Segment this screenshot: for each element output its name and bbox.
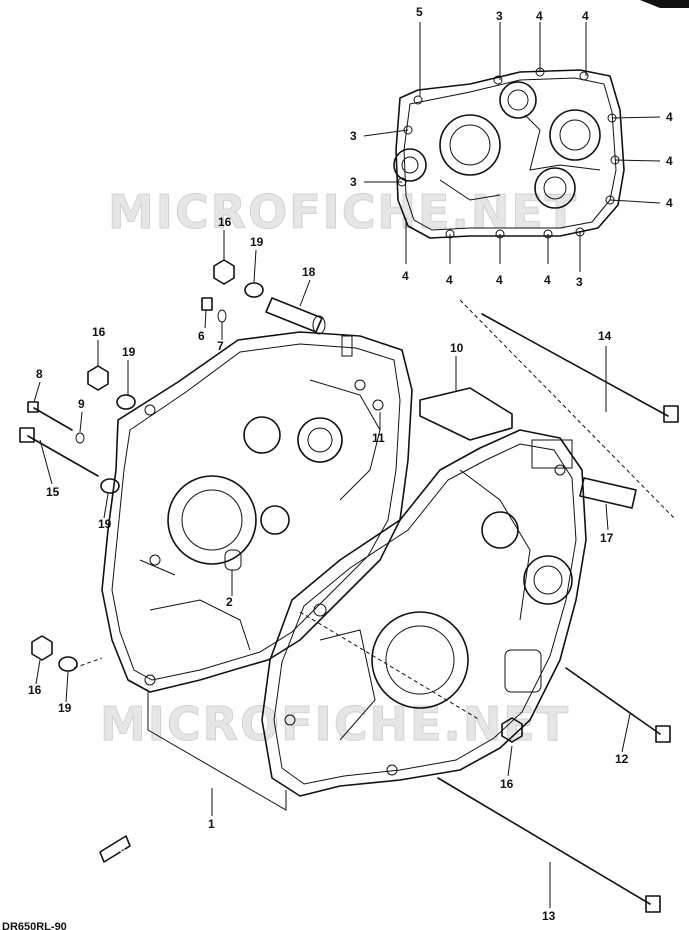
- bolt-14-shaft: [481, 313, 669, 417]
- callout-3-bottom: 3: [576, 275, 583, 289]
- plug-part: [201, 297, 213, 311]
- callout-10: 10: [450, 341, 464, 355]
- gasket-plate-part: [419, 387, 513, 441]
- nut-bottom-left: [31, 635, 53, 661]
- corner-mark: [640, 0, 689, 8]
- callout-4-bottom-d: 4: [544, 273, 551, 287]
- callout-9: 9: [78, 397, 85, 411]
- callout-19-bottom: 19: [58, 701, 72, 715]
- o-ring-part: [217, 309, 227, 323]
- svg-text:FWD: FWD: [109, 847, 125, 854]
- callout-16-bottom-left: 16: [28, 683, 42, 697]
- bolt-15-shaft: [27, 435, 99, 477]
- page-code: DR650RL-90: [2, 921, 67, 930]
- callout-5: 5: [416, 5, 423, 19]
- callout-14: 14: [598, 329, 612, 343]
- sleeve-right-part: [579, 477, 637, 509]
- callout-19-mid: 19: [98, 517, 112, 531]
- callout-16-left: 16: [92, 325, 106, 339]
- right-crankcase-half: [261, 429, 587, 797]
- callout-16-bottom-right: 16: [500, 777, 514, 791]
- bolt-8-head: [27, 401, 39, 413]
- callout-8: 8: [36, 367, 43, 381]
- callout-17: 17: [600, 531, 614, 545]
- bolt-13-head: [645, 895, 661, 913]
- callout-18: 18: [302, 265, 316, 279]
- callout-4-right-c: 4: [666, 196, 673, 210]
- callout-7: 7: [217, 339, 224, 353]
- washer-mid-left: [100, 478, 120, 494]
- washer-top: [244, 282, 264, 298]
- callout-leaders: [33, 230, 631, 908]
- nut-top: [213, 259, 235, 285]
- nut-bottom-right: [501, 717, 523, 743]
- bolt-14-head: [663, 405, 679, 423]
- bolt-13-shaft: [437, 777, 651, 905]
- nut-left: [87, 365, 109, 391]
- washer-9-part: [75, 432, 85, 444]
- callout-2: 2: [226, 595, 233, 609]
- callout-12: 12: [615, 752, 629, 766]
- callout-16-top: 16: [218, 215, 232, 229]
- callout-3-top: 3: [496, 9, 503, 23]
- sleeve-end: [312, 315, 326, 335]
- assembly-line-19: [73, 657, 103, 669]
- callout-4-top-b: 4: [582, 9, 589, 23]
- callout-11: 11: [372, 431, 385, 445]
- callout-6: 6: [198, 329, 205, 343]
- washer-bottom-left: [58, 656, 78, 672]
- sleeve-part: [265, 297, 323, 333]
- bolt-12-shaft: [565, 667, 661, 735]
- crankcase-gasket-inset: [393, 67, 625, 239]
- bolt-15-head: [19, 427, 35, 443]
- fwd-arrow-icon: FWD: [99, 835, 131, 863]
- callout-3-left-b: 3: [350, 175, 357, 189]
- callout-4-bottom-a: 4: [402, 269, 409, 283]
- callout-13: 13: [542, 909, 556, 923]
- watermark-top: MICROFICHE.NET: [108, 185, 578, 239]
- callout-4-bottom-b: 4: [446, 273, 453, 287]
- watermark-bottom: MICROFICHE.NET: [100, 697, 570, 751]
- left-crankcase-half: [101, 331, 413, 693]
- callout-1: 1: [208, 817, 215, 831]
- callout-19-top: 19: [250, 235, 264, 249]
- bolt-8-shaft: [33, 407, 73, 431]
- callout-4-bottom-c: 4: [496, 273, 503, 287]
- callout-4-right-a: 4: [666, 110, 673, 124]
- callout-4-top-a: 4: [536, 9, 543, 23]
- inset-leaders: [363, 22, 661, 272]
- assembly-line-14: [459, 299, 677, 521]
- callout-3-left-a: 3: [350, 129, 357, 143]
- callout-15: 15: [46, 485, 60, 499]
- washer-left: [116, 394, 136, 410]
- callout-4-right-b: 4: [666, 154, 673, 168]
- bolt-12-head: [655, 725, 671, 743]
- callout-19-left: 19: [122, 345, 136, 359]
- callout-labels: 5 3 4 4 3 3 4 4 4 4 4 4 4 3 16 19 18 6 7…: [28, 5, 673, 923]
